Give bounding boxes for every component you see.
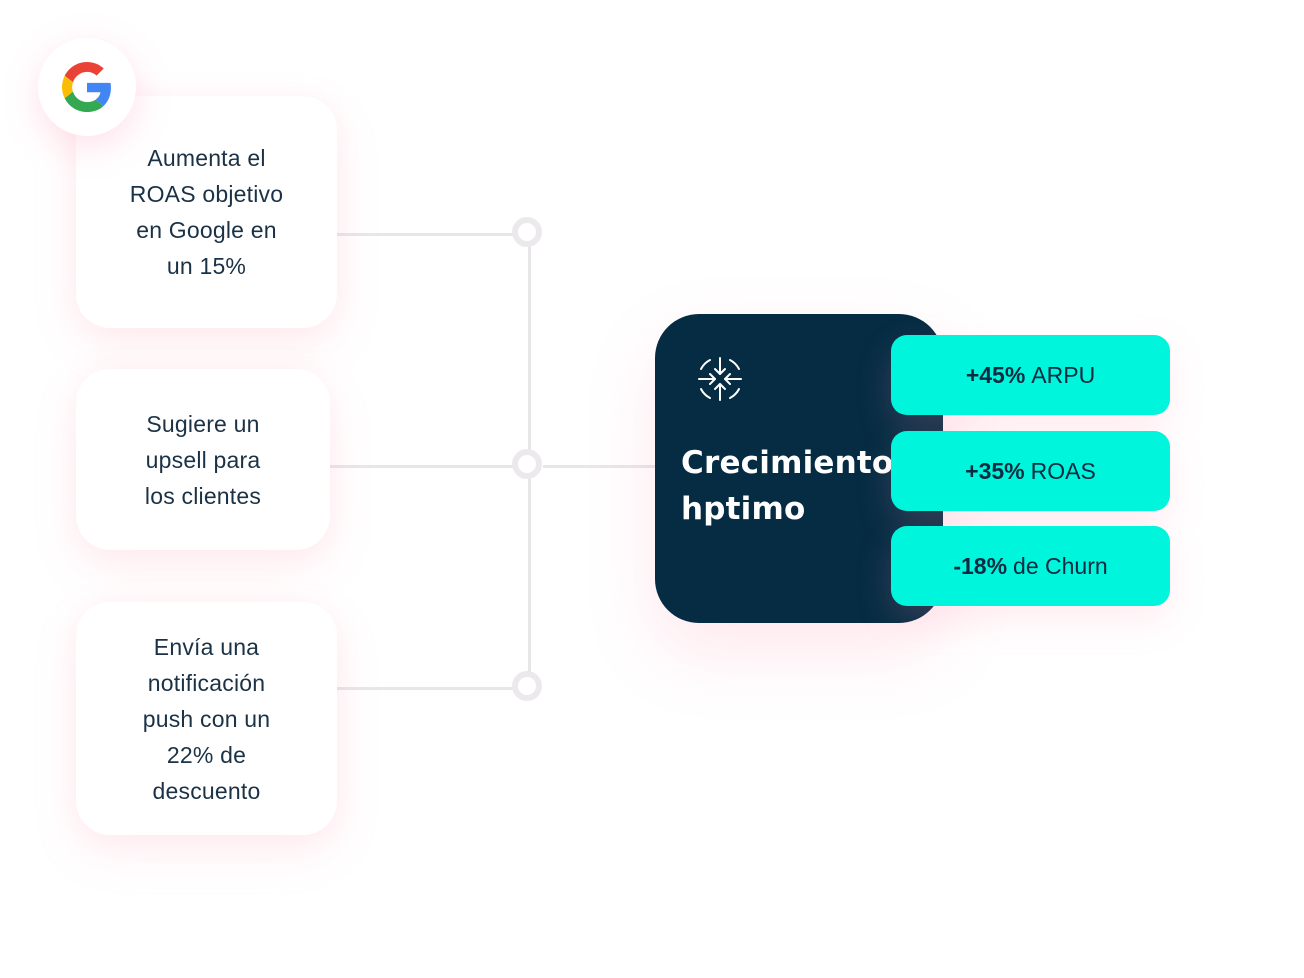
metric-label: de Churn	[1013, 552, 1108, 579]
action-card-push: Envía una notificación push con un 22% d…	[76, 602, 337, 835]
connector-node-top	[512, 217, 542, 247]
connector-top	[337, 233, 517, 236]
metric-value: -18%	[953, 552, 1008, 579]
connector-node-middle	[512, 449, 542, 479]
metric-value: +35%	[965, 457, 1025, 484]
connector-node-bottom	[512, 671, 542, 701]
metric-roas: +35% ROAS	[891, 431, 1170, 511]
metric-arpu: +45% ARPU	[891, 335, 1170, 415]
google-icon	[62, 62, 111, 112]
metric-label: ROAS	[1030, 457, 1096, 484]
metric-label: ARPU	[1031, 361, 1096, 388]
connector-middle	[330, 465, 517, 468]
action-card-roas: Aumenta el ROAS objetivo en Google en un…	[76, 96, 337, 328]
metric-churn: -18% de Churn	[891, 526, 1170, 606]
action-text: Envía una notificación push con un 22% d…	[142, 633, 271, 804]
action-text: Aumenta el ROAS objetivo en Google en un…	[129, 145, 284, 279]
action-card-upsell: Sugiere un upsell para los clientes	[76, 369, 330, 550]
growth-title: Crecimiento hptimo	[681, 445, 894, 527]
google-badge	[38, 38, 136, 136]
action-text: Sugiere un upsell para los clientes	[144, 410, 262, 509]
converge-arrows-icon	[698, 357, 742, 401]
connector-to-growth	[543, 465, 655, 468]
connector-bottom	[337, 687, 517, 690]
metric-value: +45%	[965, 361, 1026, 388]
